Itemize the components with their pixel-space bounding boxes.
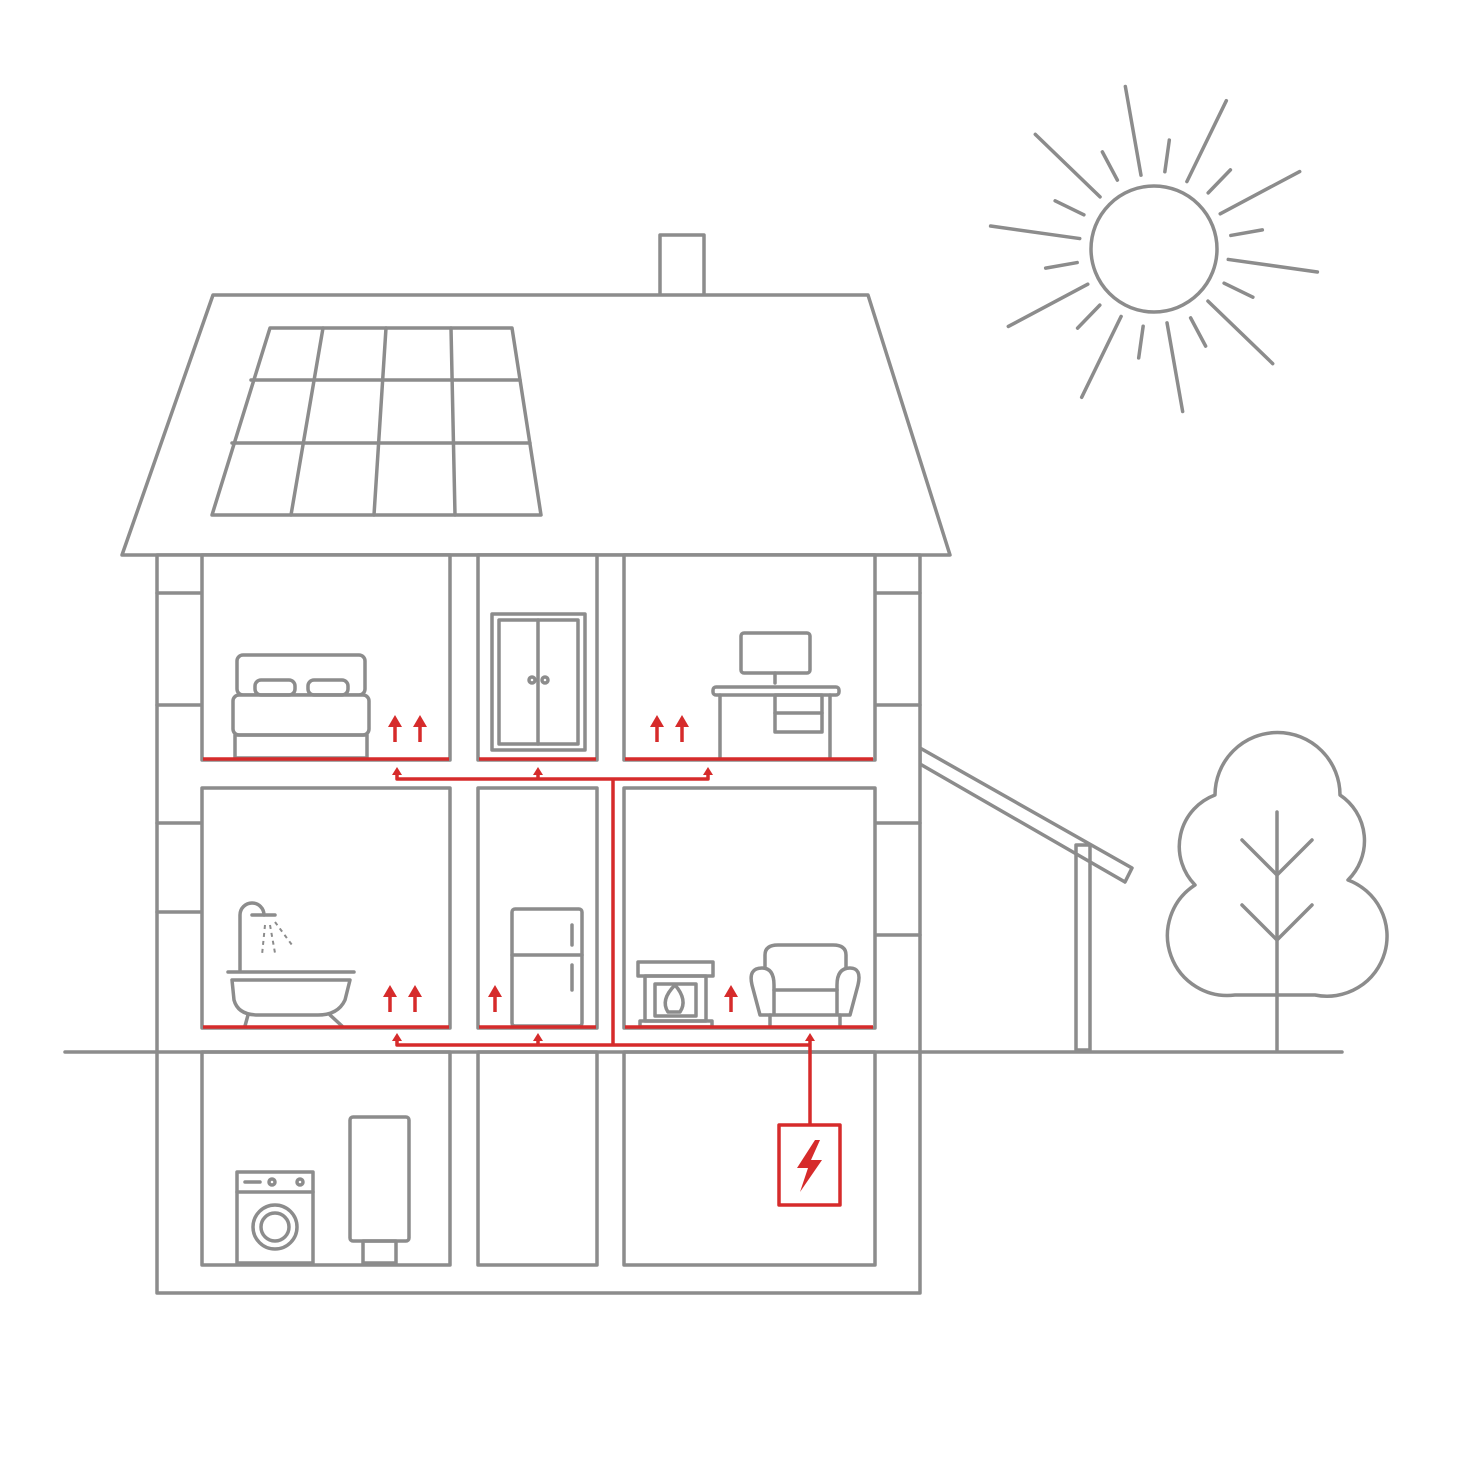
sun-ray [1218, 169, 1302, 216]
chimney [658, 233, 706, 305]
armchair-icon [749, 943, 861, 1027]
energy-lines [203, 715, 873, 1125]
sun-ray [1206, 168, 1233, 195]
flow-arrowhead [533, 1033, 543, 1041]
sun-icon [988, 84, 1320, 414]
roof [120, 233, 952, 557]
bathtub-icon [226, 901, 356, 1028]
heat-arrow-icon [413, 715, 427, 742]
heat-arrow-icon [675, 715, 689, 742]
flow-arrowhead [392, 1033, 402, 1041]
sun-ray [1185, 98, 1229, 184]
sun-ray [1165, 321, 1185, 414]
heat-arrow-icon [408, 985, 422, 1012]
sun-ray [1229, 228, 1265, 238]
sun-ray [1079, 314, 1123, 400]
washing-machine-icon [235, 1170, 315, 1265]
flow-arrowhead [805, 1033, 815, 1041]
heat-arrow-icon [488, 985, 502, 1012]
sun-ray [1100, 150, 1120, 182]
carport-icon [918, 746, 1134, 1052]
desk-icon [711, 631, 841, 760]
sun-ray [1053, 199, 1086, 217]
flow-arrowhead [533, 767, 543, 775]
sun-ray [1123, 84, 1143, 177]
sun-ray [1222, 281, 1255, 299]
boiler-icon [348, 1115, 411, 1265]
sun-ray [1033, 132, 1102, 199]
wardrobe-icon [490, 612, 587, 752]
sun-ray [1043, 260, 1079, 270]
solar-panel-icon [210, 326, 543, 517]
sun-ray [1206, 299, 1275, 366]
heat-arrow-icon [383, 985, 397, 1012]
tree-icon [1165, 730, 1389, 1052]
sun-ray [1075, 303, 1102, 330]
flow-arrowhead [703, 767, 713, 775]
sun-ray [1136, 324, 1145, 360]
electric-box-icon [777, 1123, 842, 1207]
sun-ray [1188, 316, 1208, 348]
sun-ray [1163, 138, 1172, 174]
sun-ray [1226, 257, 1320, 274]
sun-ray [988, 224, 1082, 241]
sun-ray [1006, 282, 1090, 329]
flow-arrowhead [392, 767, 402, 775]
heat-arrow-icon [388, 715, 402, 742]
heat-arrow-icon [650, 715, 664, 742]
heat-arrow-icon [724, 985, 738, 1012]
